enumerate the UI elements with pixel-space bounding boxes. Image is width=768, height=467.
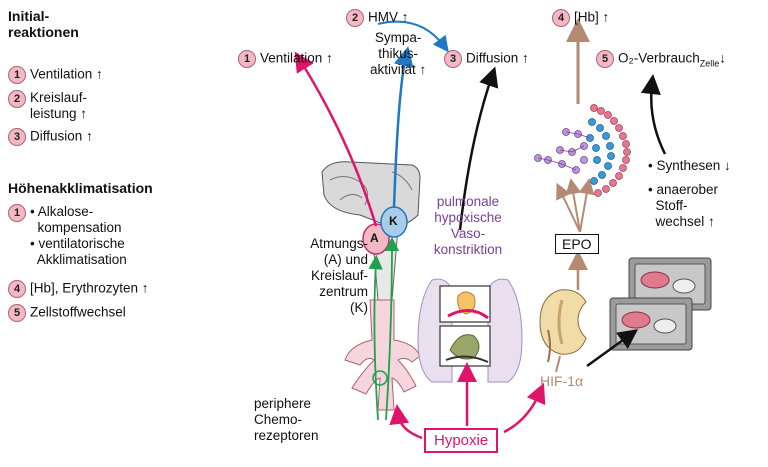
arrow-epo-1: [556, 182, 581, 233]
hb-label: 4[Hb] ↑: [552, 9, 609, 27]
initial-item-text: Kreislauf- leistung ↑: [30, 90, 88, 121]
number-badge: 4: [552, 9, 570, 27]
number-badge: 2: [346, 9, 364, 27]
o2-arrow: ↓: [719, 50, 727, 66]
arrow-synthesen-to-o2: [640, 74, 667, 155]
kidney-illustration: [539, 289, 587, 363]
number-badge: 1: [238, 50, 256, 68]
arrow-k-to-sympathikus: [392, 46, 414, 209]
hif-label: HIF-1α: [540, 373, 584, 389]
lungs-illustration: [417, 278, 523, 383]
number-badge: 5: [596, 50, 614, 68]
atmungszentrum-label: Atmungs- (A) und Kreislauf- zentrum (K): [310, 236, 368, 315]
cells-illustration: [609, 257, 712, 351]
arrow-chemo-to-k: [384, 236, 400, 421]
ventilation-text: Ventilation ↑: [260, 50, 333, 66]
pulmonale-label: pulmonale hypoxische Vaso- konstriktion: [433, 194, 503, 257]
number-badge: 4: [8, 280, 26, 298]
arrow-chemo-to-a: [368, 254, 383, 421]
arrow-hmv-to-diffusion: [377, 20, 449, 53]
hoehen-item-text: • Alkalose- kompensation • ventilatorisc…: [30, 204, 127, 267]
sympathikus-label: Sympa- thikus- aktivität ↑: [370, 30, 427, 77]
trachea-illustration: [344, 299, 421, 411]
arrow-a-to-ventilation: [294, 51, 378, 227]
number-badge: 3: [444, 50, 462, 68]
hmv-text: HMV ↑: [368, 9, 409, 25]
synthesen-label: • Synthesen ↓: [648, 158, 731, 173]
hoehen-title: Höhenakklimatisation: [8, 180, 153, 196]
number-badge: 2: [8, 90, 26, 108]
initial-item-text: Ventilation ↑: [30, 66, 103, 82]
hb-text: [Hb] ↑: [574, 9, 610, 25]
arrow-hif-to-cells: [586, 329, 639, 368]
arrow-epo-2: [565, 178, 582, 233]
arrow-hypoxie-to-hif: [503, 382, 546, 434]
o2-text: O₂-Verbrauch: [618, 50, 700, 66]
hoehen-item-4: 4[Hb], Erythrozyten ↑: [8, 280, 149, 298]
k-letter: K: [389, 214, 398, 228]
number-badge: 5: [8, 304, 26, 322]
anaerob-label: • anaerober Stoff- wechsel ↑: [648, 182, 719, 229]
hoehen-item-1: 1• Alkalose- kompensation • ventilatoris…: [8, 204, 127, 268]
arrow-hif-to-kidney: [555, 355, 561, 373]
arrow-hypoxie-to-chemo: [389, 404, 423, 440]
hoehen-item-text: [Hb], Erythrozyten ↑: [30, 280, 149, 296]
diffusion-text: Diffusion ↑: [466, 50, 529, 66]
hoehen-item-text: Zellstoffwechsel: [30, 304, 126, 320]
number-badge: 1: [8, 204, 26, 222]
initial-item-text: Diffusion ↑: [30, 128, 93, 144]
arrow-epo-3: [578, 178, 595, 233]
number-badge: 1: [8, 66, 26, 84]
epo-box: EPO: [555, 234, 599, 254]
hypoxie-box: Hypoxie: [424, 428, 499, 453]
initial-title: Initial- reaktionen: [8, 8, 79, 40]
arrow-hpv-to-diffusion: [458, 66, 499, 231]
chemorezeptoren-label: periphere Chemo- rezeptoren: [254, 396, 319, 443]
number-badge: 3: [8, 128, 26, 146]
blood-cells-cluster: [534, 104, 631, 197]
a-letter: A: [370, 231, 379, 245]
o2-sub: Zelle: [699, 58, 720, 69]
